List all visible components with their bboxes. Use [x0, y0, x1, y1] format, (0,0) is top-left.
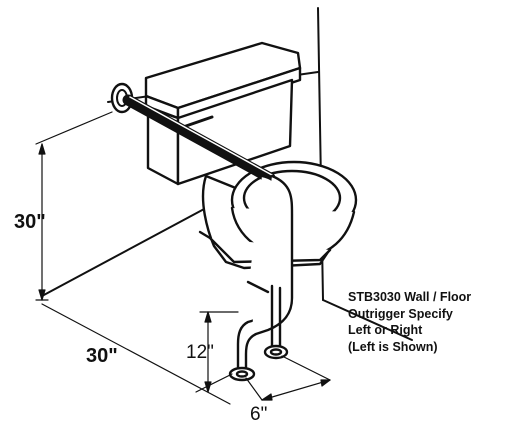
length-dimension-label: 30"	[86, 345, 118, 367]
floor-height-dimension-label: 12"	[186, 342, 214, 363]
caption-line-2: Outrigger Specify	[348, 306, 453, 321]
outrigger-leg	[228, 174, 294, 382]
dimension-floor-height	[195, 311, 239, 393]
caption-line-3: Left or Right	[348, 323, 423, 337]
toilet-tank	[144, 41, 302, 186]
grab-bar	[110, 82, 276, 184]
caption-line-4: (Left is Shown)	[348, 339, 438, 354]
dimension-spread	[245, 355, 331, 401]
dimension-height	[35, 111, 113, 301]
dimension-length	[41, 303, 231, 405]
spread-dimension-label: 6"	[250, 404, 267, 423]
product-caption: STB3030 Wall / Floor Outrigger Specify L…	[348, 289, 518, 355]
caption-line-1: STB3030 Wall / Floor	[348, 290, 472, 304]
height-dimension-label: 30"	[14, 211, 46, 233]
